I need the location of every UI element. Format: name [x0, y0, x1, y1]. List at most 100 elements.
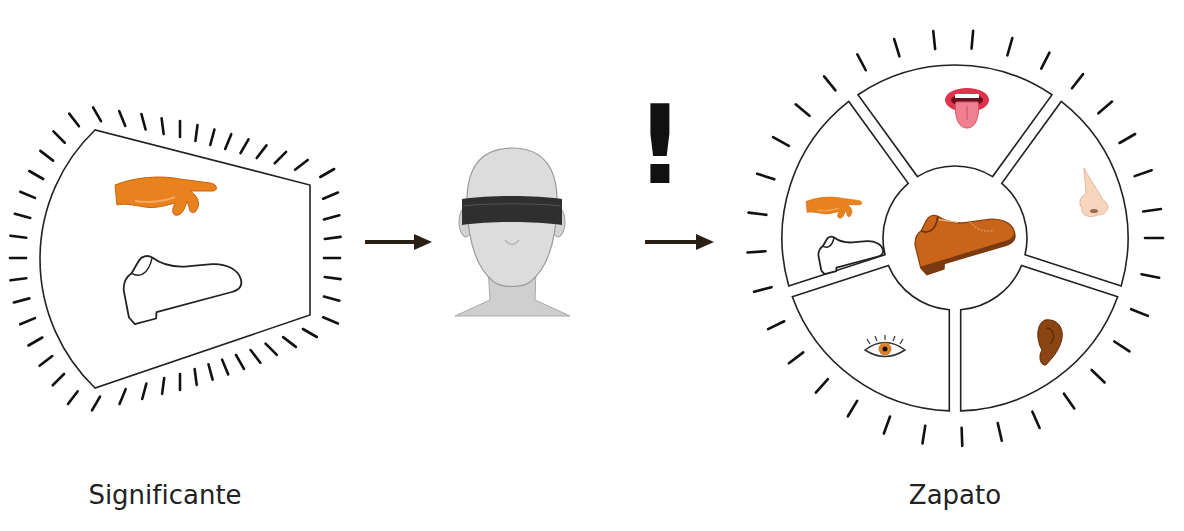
glow-spike — [283, 337, 296, 347]
glow-spike — [40, 151, 53, 161]
glow-spike — [10, 257, 26, 260]
glow-spike — [53, 374, 64, 385]
glow-spikes — [10, 107, 341, 410]
glow-spike — [324, 257, 340, 260]
hand-highlight — [817, 208, 839, 211]
ear-icon — [1038, 320, 1062, 365]
glow-spike — [68, 391, 78, 404]
glow-spike — [15, 214, 30, 218]
sense-sector — [792, 266, 949, 411]
eyelash — [900, 339, 903, 344]
glow-spike — [10, 278, 26, 280]
glow-spike — [241, 139, 249, 153]
glow-spike — [773, 137, 789, 146]
nostril — [1090, 209, 1098, 213]
arrow-head — [414, 234, 432, 250]
blindfold — [462, 196, 562, 225]
glow-spike — [119, 111, 125, 126]
glow-spikes — [748, 31, 1163, 446]
sense-sector — [1002, 101, 1128, 286]
glow-spike — [894, 39, 899, 56]
glow-spike — [92, 397, 100, 411]
glow-spike — [266, 344, 277, 355]
glow-spike — [251, 350, 261, 363]
signifier-group — [10, 107, 341, 410]
nose-shape — [1080, 168, 1108, 217]
glow-spike — [141, 114, 145, 129]
glow-spike — [40, 356, 53, 366]
glow-spike — [210, 130, 214, 145]
glow-spike — [20, 318, 35, 324]
glow-spike — [1131, 309, 1148, 316]
glow-spike — [922, 426, 925, 444]
glow-spike — [20, 192, 35, 198]
glow-spike — [275, 152, 286, 163]
glow-spike — [1135, 170, 1152, 176]
mouth-icon — [945, 88, 989, 128]
glow-spike — [303, 329, 317, 337]
glow-spike — [748, 251, 766, 252]
tongue — [955, 102, 978, 128]
arrow-line — [365, 240, 418, 244]
referent-group — [748, 31, 1163, 446]
glow-spike — [1120, 134, 1136, 143]
glow-spike — [1041, 53, 1049, 69]
shoe-collar — [821, 237, 836, 248]
glow-spike — [789, 352, 803, 363]
glow-spike — [1064, 394, 1074, 409]
glow-spike — [195, 125, 197, 141]
brown-shoe-sole — [919, 231, 1019, 277]
hand-shape — [806, 197, 862, 218]
eyelash — [875, 336, 877, 341]
glow-spike — [796, 104, 810, 116]
glow-spike — [208, 364, 212, 379]
hand-icon — [806, 197, 862, 218]
shoe-outline-shape — [115, 234, 245, 325]
glow-spike — [14, 298, 29, 302]
glow-spike — [10, 236, 26, 238]
glow-spike — [933, 31, 935, 49]
glow-spike — [28, 338, 42, 346]
eyelash — [884, 335, 885, 340]
glow-spike — [768, 321, 784, 329]
exclamation-mark: ! — [630, 92, 690, 200]
glow-spike — [323, 317, 338, 323]
glow-spike — [179, 121, 182, 137]
glow-spike — [225, 134, 231, 149]
glow-spike — [857, 54, 865, 70]
glow-spike — [162, 118, 164, 134]
glow-spike — [848, 401, 857, 416]
glow-spike — [824, 76, 835, 90]
glow-spike — [1098, 102, 1112, 114]
blindfolded-head — [455, 148, 570, 316]
glow-spike — [1145, 237, 1163, 240]
node-outline — [0, 60, 360, 520]
brown-shoe-laces — [939, 214, 958, 227]
signifier-shape — [40, 130, 310, 388]
eyelash — [893, 336, 895, 341]
arrow-head — [696, 234, 714, 250]
glow-spike — [29, 171, 43, 179]
node-caption: Zapato — [805, 480, 1105, 510]
glow-spike — [757, 174, 774, 180]
sense-sector — [961, 266, 1118, 411]
blindfold-fold — [463, 204, 561, 206]
brown-shoe-collar — [919, 216, 942, 233]
glow-spike — [257, 145, 267, 158]
eyelash — [867, 339, 870, 344]
glow-spike — [972, 31, 974, 49]
hand-shape — [115, 177, 217, 215]
glow-spike — [324, 215, 339, 219]
glow-spike — [53, 131, 64, 142]
glow-spike — [1092, 370, 1105, 383]
glow-spike — [998, 423, 1002, 441]
glow-spike — [162, 378, 164, 394]
glow-spike — [195, 369, 197, 385]
sense-sectors — [782, 65, 1128, 411]
glow-spike — [325, 277, 341, 279]
tongue-line — [966, 106, 967, 120]
referent-node: Zapato — [740, 20, 1170, 520]
glow-spike — [1143, 209, 1161, 212]
eye-pupil — [883, 347, 888, 352]
